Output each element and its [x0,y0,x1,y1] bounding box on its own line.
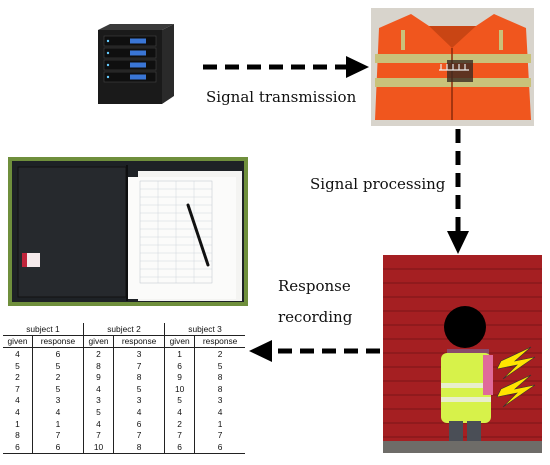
table-cell: 3 [194,394,245,407]
table-cell: 5 [31,382,84,395]
table-cell: 6 [194,440,245,454]
table-cell: 8 [15,430,20,441]
table-cell: 2 [194,347,245,360]
vest-device-photo [371,8,534,126]
table-cell: 4 [82,417,114,430]
table-cell: 2 [82,347,114,360]
table-cell: 5 [164,394,195,407]
table-cell: 6 [31,347,84,360]
table-cell: 8 [82,359,114,372]
table-cell: 1 [194,417,245,430]
table-group-header-row: subject 1 subject 2 subject 3 [3,323,245,336]
table-cell: 6 [113,417,165,430]
subheader-cell: response [113,335,165,349]
table-cell: 7 [113,359,165,372]
transmission-arrow-head [346,56,369,78]
processing-arrow-head [447,231,469,254]
table-cell: 6 [164,359,195,372]
subheader-cell: response [194,335,245,349]
table-cell: 7 [164,429,195,441]
group-header: subject 1 [3,323,84,336]
table-cell: 6 [3,440,33,454]
table-cell: 5 [113,382,165,395]
subheader-cell: given [164,335,195,349]
table-cell: 2 [31,371,84,383]
table-cell: 7 [15,383,20,394]
response-label: Response [278,277,351,295]
signal-transmission-label: Signal transmission [206,88,357,106]
table-cell: 8 [113,371,165,383]
table-cell: 5 [15,360,20,371]
table-cell: 8 [113,440,165,454]
table-cell: 4 [194,406,245,418]
group-header: subject 2 [82,323,165,336]
table-cell: 7 [31,429,84,441]
table-cell: 2 [15,372,20,383]
table-cell: 4 [31,406,84,418]
table-cell: 4 [15,406,20,417]
table-cell: 5 [31,359,84,372]
table-subheader-row: given response given response given resp… [3,335,245,349]
table-cell: 5 [82,406,114,418]
response-table: subject 1 subject 2 subject 3 given resp… [3,323,245,454]
table-cell: 1 [164,347,195,360]
table-cell: 8 [194,371,245,383]
table-cell: 6 [31,440,84,454]
table-cell: 6 [164,440,195,454]
table-cell: 9 [164,371,195,383]
table-cell: 4 [15,348,20,359]
table-cell: 3 [82,394,114,407]
signal-processing-label: Signal processing [310,175,446,193]
table-cell: 2 [164,417,195,430]
table-cell: 4 [113,406,165,418]
group-header: subject 3 [164,323,245,336]
table-cell: 4 [82,382,114,395]
table-cell: 7 [82,429,114,441]
table-cell: 10 [82,440,114,454]
recording-label: recording [278,308,353,326]
subheader-cell: given [3,335,33,349]
table-cell: 7 [113,429,165,441]
table-cell: 10 [164,382,195,395]
table-cell: 1 [15,418,20,429]
table-cell: 1 [31,417,84,430]
table-cell: 8 [194,382,245,395]
table-cell: 3 [31,394,84,407]
table-cell: 7 [194,429,245,441]
table-cell: 9 [82,371,114,383]
server-icon [98,24,174,104]
subheader-cell: response [31,335,84,349]
recording-arrow-head [249,340,272,362]
table-cell: 4 [15,395,20,406]
table-cell: 3 [113,394,165,407]
subheader-cell: given [82,335,114,349]
table-cell: 4 [164,406,195,418]
table-cell: 3 [113,347,165,360]
subject-person-photo [383,255,542,453]
recording-folder-photo [8,157,248,306]
table-cell: 5 [194,359,245,372]
